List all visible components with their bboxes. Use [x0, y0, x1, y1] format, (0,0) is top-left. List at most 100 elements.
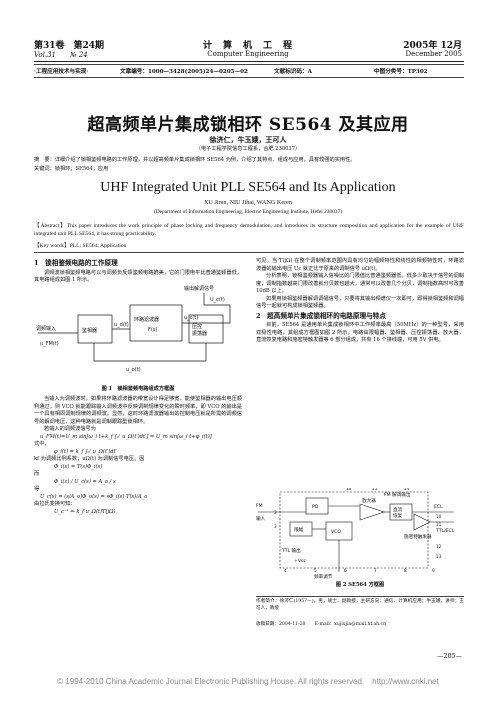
equation-4: Φ_i(s) / U_c(s) = A_o / s — [54, 478, 116, 485]
keywords-cn: 关键词：锁相环；SE564；应用 — [34, 166, 109, 172]
affiliation-en: (Department of Information Engineering, … — [153, 209, 342, 215]
issue-date: 2005年 12月 — [403, 41, 462, 51]
pin-number: 4 — [284, 568, 287, 573]
fig1-lf-label: 环路滤波器 — [134, 316, 159, 323]
fig2-dcr-label: 直流 — [393, 506, 403, 513]
left-column-lower: 当输入为调频波时，如果将环路滤波器的带宽设计得足够宽，能使鉴相器的输出电压顺利通… — [34, 396, 242, 516]
author-rule — [256, 596, 464, 597]
pin-number: 16 — [346, 488, 352, 491]
fig2-vco-label: VCO — [331, 529, 341, 535]
paragraph: 调频波锁相鉴频电路可以与调频负反馈鉴频电路媲美，它的门限电平比普通鉴频器低，其电… — [34, 269, 242, 284]
pin-number: 2 — [274, 510, 277, 515]
pin-number: 9 — [432, 568, 435, 573]
abstract-rule — [34, 252, 464, 253]
fig1-uo-label: u_o(t) — [126, 367, 141, 373]
pin-number: 5 — [314, 568, 317, 573]
paragraph: 当输入为调频波时，如果将环路滤波器的带宽设计得足够宽，能使鉴相器的输出电压顺利通… — [34, 396, 242, 425]
fig2-schmitt-label: 施密特触发器 — [404, 533, 432, 540]
paragraph: 可见，当 T(jΩ) 在整个调制频率范围内具有均匀的幅频特性和线性的相频特性时，… — [256, 258, 464, 272]
journal-name-en: Computer Engineering — [207, 50, 289, 58]
paragraph: 若输入的调频波信号为 — [44, 426, 96, 432]
fig1-input-signal: u_FM(t) — [40, 341, 59, 347]
issue-date-en: December 2005 — [405, 50, 462, 58]
fig2-fm-in-2: 输入 — [256, 515, 266, 522]
clc-number: 中图分类号：TP302 — [374, 69, 428, 75]
column-label: ·工程应用技术与实现· — [34, 69, 89, 75]
meta-rule — [34, 77, 464, 78]
chip-outline — [279, 491, 429, 569]
fig1-ud-label: u_d(t) — [114, 322, 129, 328]
paragraph: 分析表明，锁相鉴频器输入信噪比的门限值比普通鉴频器低，低多少取决于信号的调制度，… — [256, 273, 464, 294]
fig2-freq-adj-label: 频率调节 — [314, 573, 333, 580]
section-1-heading: 1 锁相鉴频电路的工作原理 — [34, 259, 118, 267]
paragraph: 得 — [34, 486, 40, 492]
abstract-en: 【Abstract】This paper introduces the work… — [34, 223, 464, 237]
fig2-pd-label: PD — [312, 504, 319, 510]
paragraph: 而 — [34, 471, 40, 477]
equation-1: u_FM(t)=U_m sin[ω_i t+k_f ∫₀ᵗ u_Ω(t′)dt′… — [40, 433, 212, 440]
fig2-fm-demod-label: FM 解调输出 — [384, 491, 411, 498]
section-2-heading: 2 超高频单片集成锁相环的电路原理与特点 — [256, 311, 386, 320]
fig2-ttl-label: TTL 输出 — [281, 547, 301, 554]
amplifier-block — [359, 503, 385, 521]
equation-2: φ_i(t) = k_f ∫₀ᵗ u_Ω(t′)dt′ — [54, 448, 117, 455]
pin-number: 13 — [436, 554, 442, 559]
journal-name: 计 算 机 工 程 — [202, 41, 293, 51]
paragraph: 式中， — [34, 441, 50, 447]
fig2-limiter-label: 限幅 — [294, 526, 304, 533]
fig2-vcc-label: +Vcc — [294, 558, 307, 564]
affiliation-cn: （电子工程学院信息工程系，合肥 230037） — [195, 146, 301, 152]
fig1-block-diagram: 调频输入 u_FM(t) 鉴相器 u_d(t) 环路滤波器 F(s) u_c(t… — [36, 285, 231, 373]
fig2-ttl-ecl-label: TTL/ECL — [435, 528, 455, 534]
fig2-se564-diagram: PD 限幅 VCO 放大器 直流 恢复 施密特触发器 FM 输入 TTL 输出 … — [256, 488, 455, 580]
right-column: 可见，当 T(jΩ) 在整个调制频率范围内具有均匀的幅频特性和线性的相频特性时，… — [256, 258, 464, 345]
doc-code: 文献标识码：A — [274, 69, 312, 75]
fig1-output-label: 输出解调信号 — [184, 285, 214, 292]
volume-issue-en: Vol.31 № 24 — [34, 51, 88, 59]
loop-filter-block — [129, 304, 183, 342]
fig2-dcr-label-2: 恢复 — [393, 512, 403, 519]
paragraph: 如果用锁相鉴频器解调调幅信号，只要将其输出频谱仪一次即可，即得锁相鉴频和调幅信号… — [256, 295, 464, 310]
title-cn: 超高频单片集成锁相环 SE564 及其应用 — [87, 115, 409, 135]
fig1-input-label: 调频输入 — [36, 325, 56, 332]
equation-3: Φ_i(s) = T(s)Φ_i(s) — [54, 463, 103, 470]
fig2-amp-label: 放大器 — [362, 497, 376, 504]
equation-6: U_c⁻¹ ⇔ k_f u_Ω(t)T(jΩ) — [54, 508, 116, 515]
article-id: 文章编号：1000—3428(2005)24—0205—02 — [120, 69, 248, 75]
equation-5: U_c(s) = (s/A_o)Φ_o(s) = sΦ_i(s)·T(s)/A_… — [40, 493, 148, 500]
pin-number: 7 — [374, 568, 377, 573]
fig1-vco-label: 压控 — [192, 323, 202, 330]
article-meta-row: ·工程应用技术与实现· 文章编号：1000—3428(2005)24—0205—… — [34, 67, 464, 76]
title-en: UHF Integrated Unit PLL SE564 and Its Ap… — [100, 180, 396, 195]
volume-issue: 第31卷 第24期 — [34, 41, 105, 51]
schmitt-block — [413, 513, 431, 531]
paragraph: 由拉氏变换可知： — [34, 501, 76, 507]
fig1-vco-label-2: 振荡器 — [192, 330, 207, 337]
copyright-footer: © 1994-2010 China Academic Journal Elect… — [57, 677, 439, 686]
pin-number: 14 — [404, 488, 410, 491]
abstract-cn: 摘 要：详细介绍了锁相鉴频电路的工作原理，并以超高频单片集成锁相环 SE564 … — [34, 157, 356, 163]
pin-number: 12 — [436, 544, 442, 549]
fig1-pd-label: 鉴相器 — [82, 327, 97, 334]
header-rule-thin — [34, 63, 464, 65]
header-rule — [34, 61, 464, 62]
received-date: 收稿日期：2004-11-28 E-mail：xujiujia@mail.hf.… — [256, 622, 387, 627]
pin-number: 3 — [274, 524, 277, 529]
pin-number: 11 — [436, 522, 442, 527]
author-info: 作者简介：徐济仁(1957—)，男，硕士、副教授，主研方向：通信、计算机应用；牛… — [256, 599, 464, 611]
fig2-caption: 图 2 SE564 方框图 — [335, 582, 385, 588]
fig1-uc-label: u_c(t) — [184, 315, 198, 321]
pin-number: 10 — [436, 514, 442, 519]
fig2-fm-in: FM — [256, 503, 263, 509]
fig1-uc-out: U_c(t) — [210, 297, 225, 303]
page-number: —205— — [437, 652, 462, 660]
pin-number: 8 — [404, 568, 407, 573]
keywords-en: 【Key words】PLL; SE564; Application — [34, 243, 127, 249]
authors-cn: 徐济仁，牛玉娥，王可人 — [209, 135, 287, 144]
fig1-lf-sub: F(s) — [148, 327, 157, 333]
fig1-caption: 图 1 锁相鉴频电路组成方框图 — [101, 386, 175, 392]
pin-number: 15 — [372, 488, 378, 491]
pin-number: 6 — [344, 568, 347, 573]
paragraph: 目前，SE564 是通用单片集成锁相环中工作频率最高（50MHz）的一种型号，采… — [256, 322, 464, 343]
left-column: 1 锁相鉴频电路的工作原理 调频波锁相鉴频电路可以与调频负反馈鉴频电路媲美，它的… — [34, 258, 242, 285]
